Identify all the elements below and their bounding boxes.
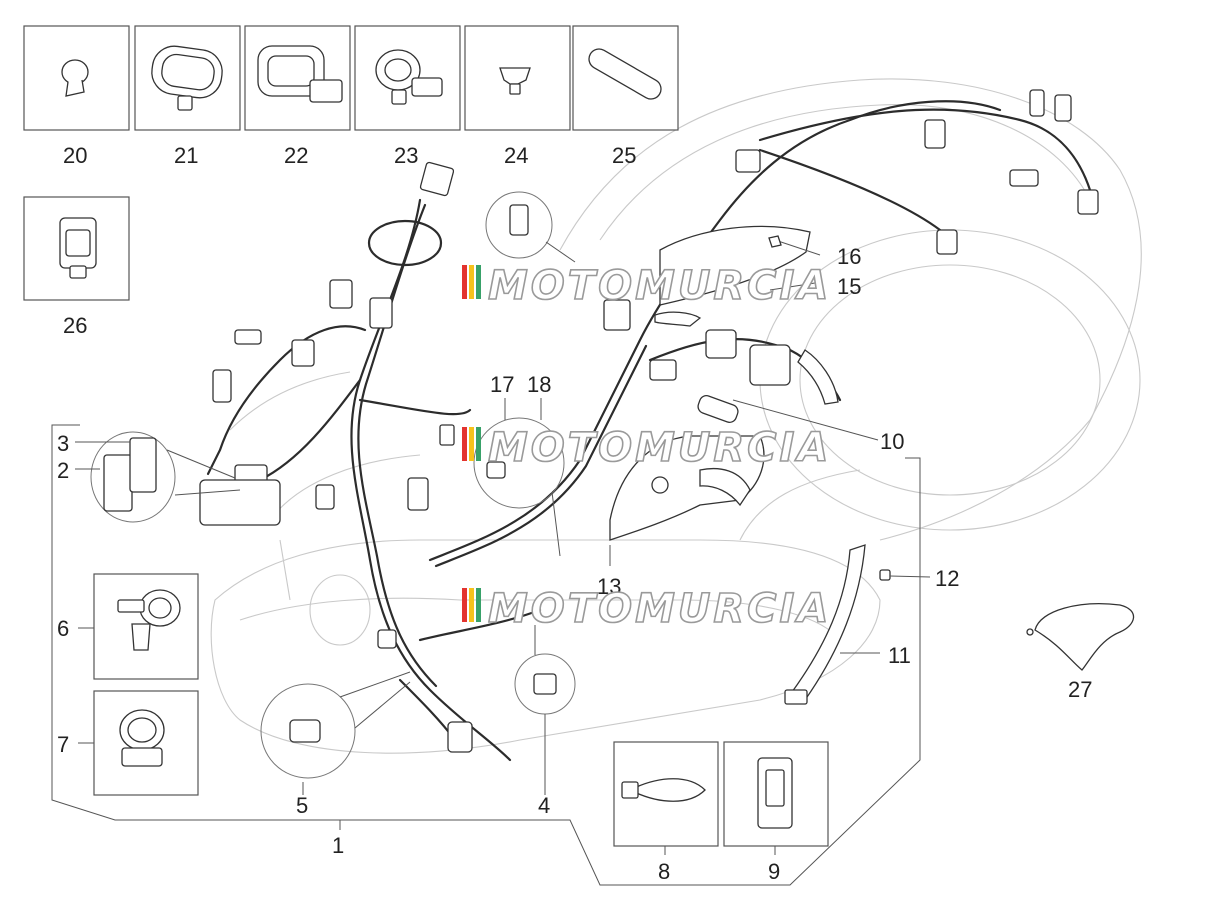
label-4: 4 — [538, 793, 550, 818]
watermark-stripe-green — [476, 265, 481, 299]
watermark-stripe-yellow — [469, 427, 474, 461]
label-2: 2 — [57, 458, 69, 483]
harness-connectors — [199, 89, 1099, 753]
bracket-part-13 — [609, 435, 765, 541]
callout-2-3 — [90, 431, 241, 523]
watermark-3: MOTOMURCIA — [462, 585, 831, 633]
label-22: 22 — [284, 143, 308, 168]
callout-17-18 — [473, 417, 565, 557]
part-box-8 — [613, 741, 719, 847]
part-box-22 — [244, 25, 351, 131]
label-8: 8 — [658, 859, 670, 884]
part-27-loop — [1026, 603, 1135, 671]
watermark-stripe-yellow — [469, 588, 474, 622]
part-box-25 — [572, 25, 679, 131]
label-25: 25 — [612, 143, 636, 168]
label-11: 11 — [888, 643, 911, 668]
label-16: 16 — [837, 244, 861, 269]
part-box-24 — [464, 25, 571, 131]
label-6: 6 — [57, 616, 69, 641]
part-box-23 — [354, 25, 461, 131]
watermark-text: MOTOMURCIA — [488, 586, 831, 632]
label-12: 12 — [935, 566, 959, 591]
part-box-21 — [134, 25, 241, 131]
cover-part-15 — [654, 225, 821, 327]
label-10: 10 — [880, 429, 904, 454]
label-1: 1 — [332, 833, 344, 858]
label-23: 23 — [394, 143, 418, 168]
label-18: 18 — [527, 372, 551, 397]
label-17: 17 — [490, 372, 514, 397]
watermark-stripe-red — [462, 588, 467, 622]
callout-5 — [260, 671, 411, 779]
label-3: 3 — [57, 431, 69, 456]
label-5: 5 — [296, 793, 308, 818]
assembly-bracket — [51, 424, 921, 886]
label-27: 27 — [1068, 677, 1092, 702]
watermark-text: MOTOMURCIA — [488, 263, 831, 309]
part-box-7 — [93, 690, 199, 796]
watermark-text: MOTOMURCIA — [488, 425, 831, 471]
watermark-stripe-green — [476, 588, 481, 622]
label-21: 21 — [174, 143, 198, 168]
label-7: 7 — [57, 732, 69, 757]
watermark-stripe-yellow — [469, 265, 474, 299]
watermark-stripe-red — [462, 427, 467, 461]
label-26: 26 — [63, 313, 87, 338]
label-13: 13 — [597, 574, 621, 599]
label-24: 24 — [504, 143, 528, 168]
watermark-2: MOTOMURCIA — [462, 424, 831, 472]
callout-connector-top — [485, 191, 576, 263]
watermark-1: MOTOMURCIA — [462, 262, 831, 310]
part-box-9 — [723, 741, 829, 847]
part-box-20 — [23, 25, 130, 131]
scooter-body-outline — [210, 78, 1142, 754]
watermark-stripe-red — [462, 265, 467, 299]
leader-lines — [75, 398, 880, 855]
part-box-6 — [93, 573, 199, 680]
watermark-stripe-green — [476, 427, 481, 461]
part-box-26 — [23, 196, 130, 301]
callout-4 — [514, 625, 576, 715]
label-15: 15 — [837, 274, 861, 299]
part-labels: 1 2 3 4 5 6 7 8 9 10 11 12 13 15 16 17 1… — [57, 143, 1092, 884]
label-20: 20 — [63, 143, 87, 168]
strip-part-11 — [784, 544, 931, 705]
label-9: 9 — [768, 859, 780, 884]
